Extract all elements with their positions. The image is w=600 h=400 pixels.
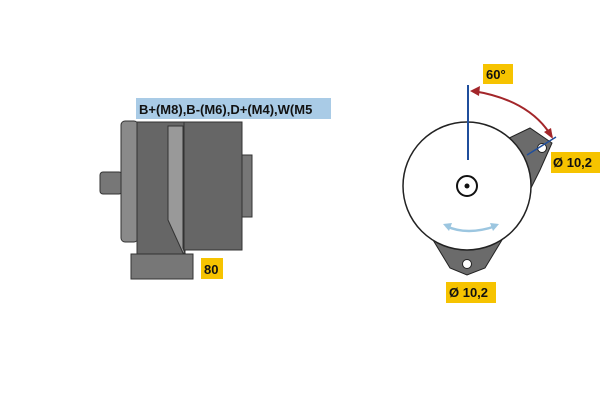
shaft-ring [456, 175, 478, 197]
arc-arrowhead-left [470, 86, 480, 96]
bottom-hole-label: Ø 10,2 [449, 285, 488, 300]
alternator-front-view: 60° Ø 10,2 Ø 10,2 [402, 64, 600, 303]
pulley-shaft [241, 154, 253, 218]
rotation-arrowhead-right [490, 223, 499, 231]
terminals-label-bg [136, 98, 331, 119]
alternator-side-view: B+(M8),B-(M6),D+(M4),W(M5 80 [99, 98, 331, 280]
top-hole-label: Ø 10,2 [553, 155, 592, 170]
connector-stud [99, 171, 123, 195]
angle-arc-arrow [472, 90, 553, 138]
terminals-label: B+(M8),B-(M6),D+(M4),W(M5 [139, 102, 312, 117]
angle-label-bg [483, 64, 513, 84]
shaft-center [464, 183, 470, 189]
rotation-arrowhead-left [443, 223, 452, 231]
top-hole-label-bg [551, 152, 600, 173]
length-label-bg [201, 258, 223, 279]
length-label: 80 [204, 262, 218, 277]
mounting-foot [130, 253, 194, 280]
fan-section [167, 125, 186, 254]
bottom-hole [462, 259, 472, 269]
angle-label: 60° [486, 67, 506, 82]
arc-arrowhead-right [544, 128, 553, 139]
rear-housing [183, 121, 243, 251]
bottom-hole-label-bg [446, 282, 496, 303]
end-cap [120, 120, 139, 243]
angled-axis-line [526, 136, 557, 156]
